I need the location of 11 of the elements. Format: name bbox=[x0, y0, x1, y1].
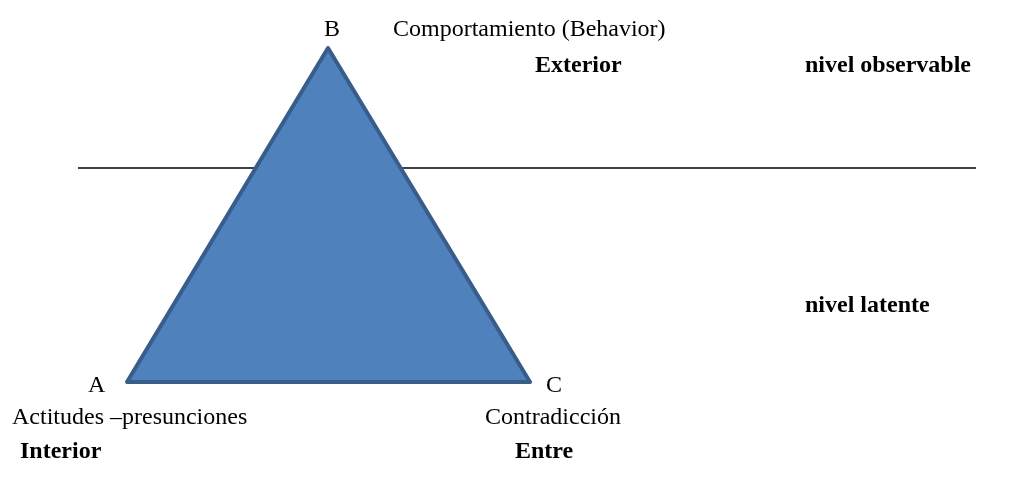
vertex-letter: B bbox=[324, 14, 340, 42]
level-label: nivel latente bbox=[805, 290, 930, 318]
concept-label: Contradicción bbox=[485, 402, 621, 430]
level-label: nivel observable bbox=[805, 50, 971, 78]
vertex-letter: C bbox=[546, 370, 562, 398]
concept-label: Actitudes –presunciones bbox=[12, 402, 248, 430]
vertex-letter: A bbox=[88, 370, 106, 398]
concept-label: Comportamiento (Behavior) bbox=[393, 14, 666, 42]
region-label: Exterior bbox=[535, 50, 622, 78]
region-label: Interior bbox=[20, 436, 102, 464]
region-label: Entre bbox=[515, 436, 574, 464]
